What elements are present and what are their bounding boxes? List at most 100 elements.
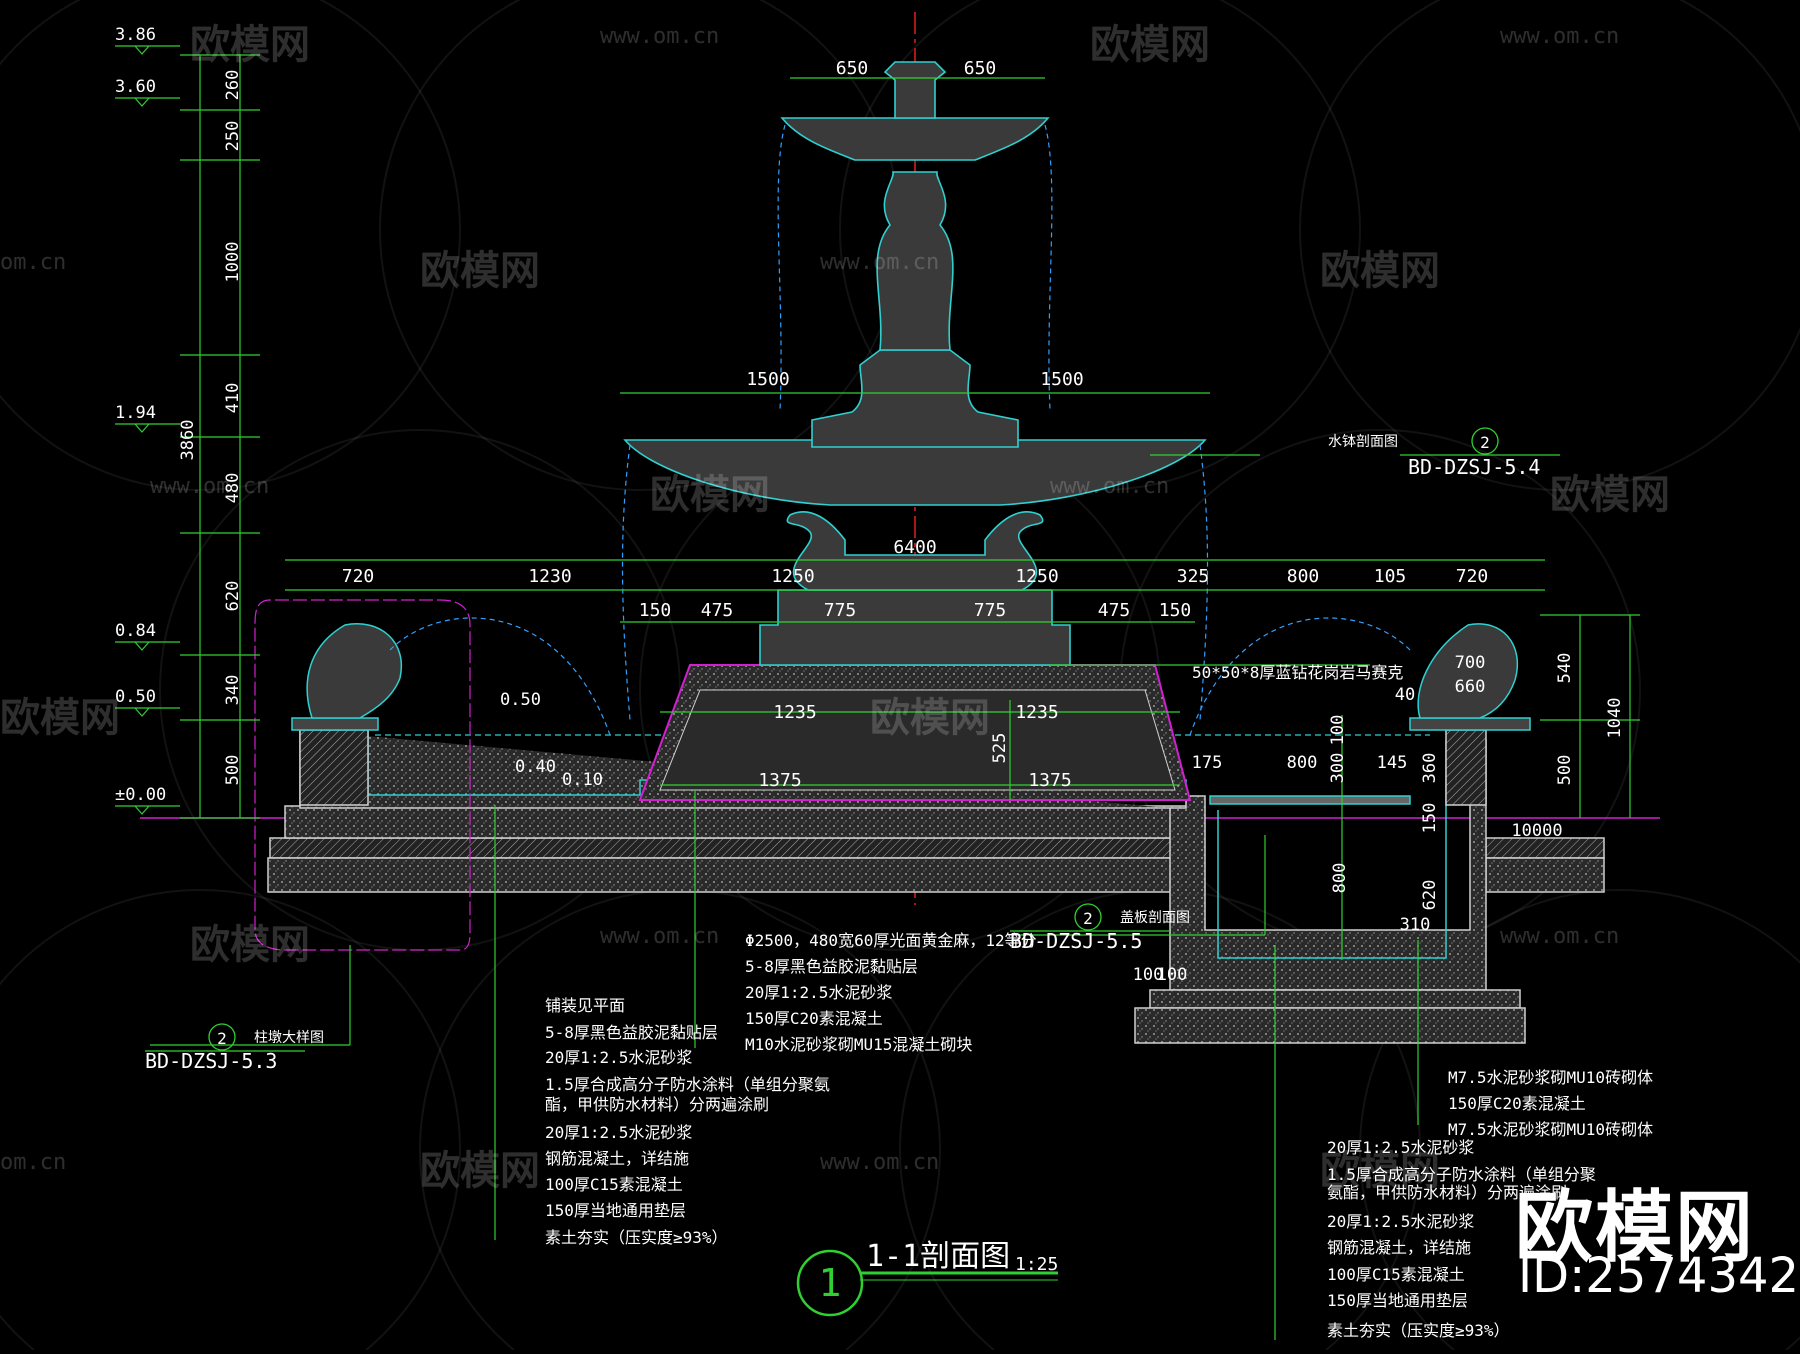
vertical-dimension: 1000	[223, 242, 243, 283]
watermark-brand: 欧模网	[650, 472, 770, 518]
elevation-mark	[115, 641, 180, 651]
inner-dimension: 1375	[1028, 770, 1071, 791]
foundation	[267, 805, 1605, 893]
vertical-dimension: 410	[223, 383, 243, 414]
inner-elevation-label: 0.50	[500, 690, 541, 710]
row1-dimension: 800	[1287, 566, 1320, 587]
elevation-markers	[115, 45, 180, 815]
row2-dimension: 475	[1098, 600, 1131, 621]
note-right-bottom: 钢筋混凝土，详结施	[1327, 1238, 1471, 1257]
basin-dimension: 800	[1330, 863, 1350, 894]
ref-code: BD-DZSJ-5.4	[1408, 455, 1540, 479]
note-right-bottom: 1.5厚合成高分子防水涂料（单组分聚	[1327, 1165, 1596, 1184]
inner-dimension: 525	[990, 733, 1010, 764]
elevation-label: 0.84	[115, 621, 156, 641]
ref-number: 2	[1083, 909, 1093, 928]
note-left: 20厚1:2.5水泥砂浆	[545, 1123, 692, 1142]
ref-code: BD-DZSJ-5.3	[145, 1049, 277, 1073]
inner-elevation-label: 0.40	[515, 757, 556, 777]
basin-dimension: 10000	[1511, 821, 1562, 841]
note-left: 酯，甲供防水材料）分两遍涂刷	[545, 1095, 769, 1114]
inner-elevation-label: 0.10	[562, 770, 603, 790]
elevation-label: 3.86	[115, 25, 156, 45]
row1-dimension: 1250	[1015, 566, 1058, 587]
elevation-mark	[115, 805, 180, 815]
watermark-short: om.cn	[0, 250, 67, 275]
vertical-dimension: 3860	[178, 420, 198, 461]
row2-dimension: 150	[639, 600, 672, 621]
vertical-dimension: 540	[1555, 653, 1575, 684]
title-block	[796, 1249, 1058, 1317]
vertical-dimension: 260	[223, 70, 243, 101]
top-dimension: 1500	[1040, 369, 1083, 390]
basin-dimension: 145	[1377, 753, 1408, 773]
note-left: 5-8厚黑色益胶泥黏贴层	[545, 1023, 718, 1042]
spray-arcs	[389, 124, 1411, 736]
watermark-url: www.om.cn	[600, 924, 720, 949]
ref-number: 2	[1480, 433, 1490, 452]
pillar-callout	[254, 599, 471, 951]
note-left: 铺装见平面	[545, 996, 625, 1015]
ref-number: 2	[217, 1029, 227, 1048]
note-right-top: M7.5水泥砂浆砌MU10砖砌体	[1448, 1120, 1653, 1139]
text-layer: 3.863.601.940.840.50±0.000.500.400.10260…	[115, 25, 1653, 1340]
row1-dimension: 720	[1456, 566, 1489, 587]
watermark-brand: 欧模网	[1320, 1148, 1440, 1194]
ref-label: 水钵剖面图	[1328, 434, 1398, 450]
brand-logo-text: 欧模网	[1515, 1183, 1756, 1273]
basin-dimension: 310	[1400, 915, 1431, 935]
fountain-sculpture	[623, 61, 1207, 666]
row2-dimension: 775	[974, 600, 1007, 621]
note-center: 150厚C20素混凝土	[745, 1009, 883, 1028]
section-number: 1	[819, 1261, 842, 1305]
vertical-dimension: 480	[223, 473, 243, 504]
watermark-brand: 欧模网	[1550, 472, 1670, 518]
elevation-mark	[115, 423, 180, 433]
dimension-lines	[180, 54, 1640, 960]
note-right-bottom: 20厚1:2.5水泥砂浆	[1327, 1138, 1474, 1157]
row2-dimension: 475	[701, 600, 734, 621]
vertical-dimension: 500	[1555, 755, 1575, 786]
watermark-brand: 欧模网	[1090, 22, 1210, 68]
pillar-right	[1409, 623, 1531, 806]
note-center: 20厚1:2.5水泥砂浆	[745, 983, 892, 1002]
note-right-top: M7.5水泥砂浆砌MU10砖砌体	[1448, 1068, 1653, 1087]
note-left: 素土夯实（压实度≥93%）	[545, 1228, 728, 1247]
note-left: 150厚当地通用垫层	[545, 1201, 686, 1220]
vertical-dimension: 1040	[1605, 698, 1625, 739]
note-left: 100厚C15素混凝土	[545, 1175, 683, 1194]
row1-dimension: 1230	[528, 566, 571, 587]
vertical-dimension: 500	[223, 755, 243, 786]
watermark-brand: 欧模网	[0, 695, 120, 741]
note-right-bottom: 氨酯，甲供防水材料）分两遍涂刷	[1327, 1183, 1567, 1202]
elevation-mark	[115, 707, 180, 717]
watermark-brand: 欧模网	[870, 695, 990, 741]
vertical-dimension: 620	[223, 581, 243, 612]
note-right-bottom: 100厚C15素混凝土	[1327, 1265, 1465, 1284]
basin-dimension: 100	[1328, 715, 1348, 746]
row1-dimension: 325	[1177, 566, 1210, 587]
watermark-url: www.om.cn	[820, 250, 940, 275]
note-left: 20厚1:2.5水泥砂浆	[545, 1048, 692, 1067]
watermark-brand: 欧模网	[1320, 248, 1440, 294]
basin-dimension: 360	[1420, 753, 1440, 784]
elevation-label: 1.94	[115, 403, 156, 423]
basin-dimension: 660	[1455, 677, 1486, 697]
elevation-mark	[115, 45, 180, 55]
row1-dimension: 1250	[771, 566, 814, 587]
leader-lines	[150, 454, 1419, 1340]
note-left: 钢筋混凝土，详结施	[545, 1149, 689, 1168]
watermark-brand: 欧模网	[190, 922, 310, 968]
row2-dimension: 150	[1159, 600, 1192, 621]
top-dimension: 650	[964, 58, 997, 79]
basin-dimension: 100	[1157, 965, 1188, 985]
vertical-dimension: 340	[223, 675, 243, 706]
watermark-brand: 欧模网	[420, 248, 540, 294]
basin-dimension: 700	[1455, 653, 1486, 673]
row1-dimension: 720	[342, 566, 375, 587]
note-right-top: 150厚C20素混凝土	[1448, 1094, 1586, 1113]
row1-dimension: 105	[1374, 566, 1407, 587]
watermark-url: www.om.cn	[150, 474, 270, 499]
